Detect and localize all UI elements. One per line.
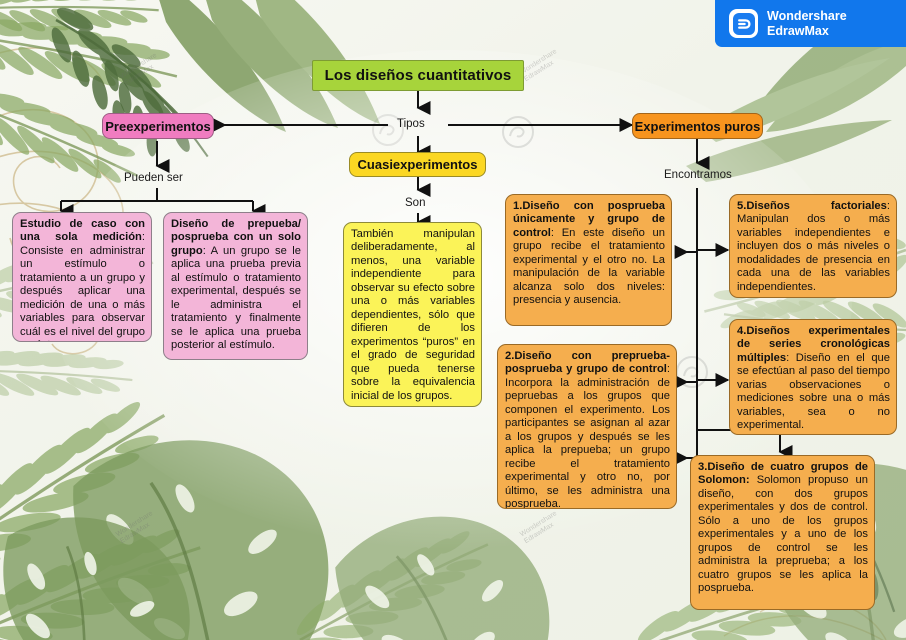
edge-label-pueden-ser: Pueden ser <box>124 172 183 184</box>
card-2-diseno-preprueba-posprueba[interactable]: 2.Diseño con preprueba-posprueba y grupo… <box>497 344 677 509</box>
card-3-diseno-cuatro-grupos-solomon[interactable]: 3.Diseño de cuatro grupos de Solomon: So… <box>690 455 875 610</box>
node-experimentos-puros-label: Experimentos puros <box>634 118 761 134</box>
card-heading: 5.Diseños factoriales <box>737 200 887 212</box>
card-diseno-preprueba-posprueba-un-solo-grupo[interactable]: Diseño de prepueba/ posprueba con un sol… <box>163 212 308 360</box>
edge-label-encontramos: Encontramos <box>664 169 732 181</box>
watermark-ring <box>502 116 534 148</box>
node-cuasiexperimentos[interactable]: Cuasiexperimentos <box>349 152 486 177</box>
card-4-disenos-series-cronologicas[interactable]: 4.Diseños experimentales de series crono… <box>729 319 897 435</box>
card-body: : Diseño en el que se efectúan al paso d… <box>737 351 890 432</box>
logo-product: EdrawMax <box>767 23 829 38</box>
watermark-ring <box>372 114 404 146</box>
card-heading: 4.Diseños experimentales de series crono… <box>737 325 890 364</box>
card-estudio-caso-una-sola-medicion[interactable]: Estudio de caso con una sola medición: C… <box>12 212 152 342</box>
edge-label-tipos: Tipos <box>397 118 425 130</box>
node-cuasiexperimentos-label: Cuasiexperimentos <box>357 157 478 172</box>
node-experimentos-puros[interactable]: Experimentos puros <box>632 113 763 139</box>
card-5-disenos-factoriales[interactable]: 5.Diseños factoriales: Manipulan dos o m… <box>729 194 897 298</box>
card-body: Solomon propuso un diseño, con dos grupo… <box>698 474 868 595</box>
node-preexperimentos-label: Preexperimentos <box>105 118 211 134</box>
root-node-label: Los diseños cuantitativos <box>324 67 512 84</box>
card-heading: 1.Diseño con posprueba únicamente y grup… <box>513 200 665 239</box>
card-heading: 2.Diseño con preprueba-posprueba y grupo… <box>505 350 670 376</box>
wondershare-edrawmax-logo[interactable]: Wondershare EdrawMax <box>715 0 906 47</box>
edge-label-son: Son <box>405 197 426 209</box>
node-preexperimentos[interactable]: Preexperimentos <box>102 113 214 139</box>
card-body: : Incorpora la administración de peprueb… <box>505 363 670 509</box>
card-heading: 3.Diseño de cuatro grupos de Solomon: <box>698 461 868 487</box>
card-body: : Manipulan dos o más variables independ… <box>737 200 890 293</box>
card-heading: Diseño de prepueba/ posprueba con un sol… <box>171 218 301 257</box>
card-body: También manipulan deliberadamente, al me… <box>351 228 475 402</box>
root-node-titulo[interactable]: Los diseños cuantitativos <box>312 60 524 91</box>
card-body: : A un grupo se le aplica una prueba pre… <box>171 244 301 352</box>
card-cuasiexperimentos-descripcion[interactable]: También manipulan deliberadamente, al me… <box>343 222 482 407</box>
card-body: : Consiste en administrar un estímulo o … <box>20 231 145 341</box>
card-body: : En este diseño un grupo recibe el trat… <box>513 226 665 307</box>
watermark-ring <box>676 356 708 388</box>
card-heading: Estudio de caso con una sola medición <box>20 218 145 244</box>
logo-company: Wondershare <box>767 8 847 23</box>
card-1-diseno-posprueba-unicamente[interactable]: 1.Diseño con posprueba únicamente y grup… <box>505 194 672 326</box>
edrawmax-logo-icon <box>729 9 758 38</box>
